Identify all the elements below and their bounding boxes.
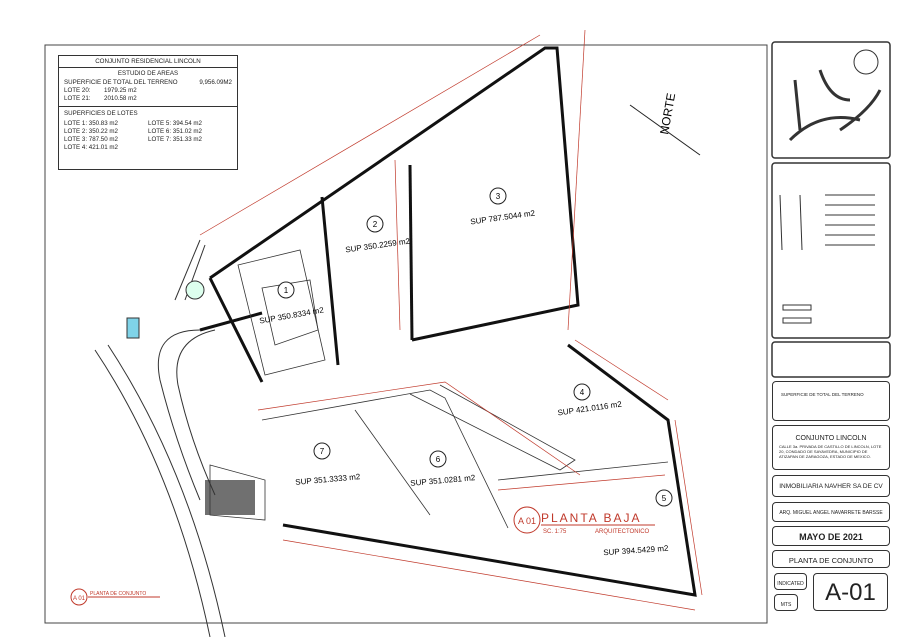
tb-total-label: SUPERFICIE DE TOTAL DEL TERRENO <box>781 392 864 397</box>
lot-area: LOTE 6: 351.02 m2 <box>148 128 202 135</box>
north-label: NORTE <box>657 92 678 136</box>
notes-box <box>771 341 891 378</box>
svg-text:SUP 351.3333 m2: SUP 351.3333 m2 <box>295 472 361 487</box>
svg-text:SUP 350.8334 m2: SUP 350.8334 m2 <box>259 305 325 325</box>
north-arrow-icon <box>629 104 701 156</box>
lote20-label: LOTE 20: <box>64 87 91 94</box>
location-map <box>771 41 891 159</box>
svg-text:A 01: A 01 <box>73 596 86 602</box>
compass-icon <box>853 49 879 75</box>
tb-units: MTS <box>774 594 798 611</box>
view-label-planta-baja: A 01 PLANTA BAJA SC. 1:75 ARQUITECTONICO <box>513 506 655 535</box>
total-value: 9,956.09M2 <box>199 79 232 86</box>
svg-text:PLANTA DE CONJUNTO: PLANTA DE CONJUNTO <box>90 591 146 597</box>
lots-heading: SUPERFICIES DE LOTES <box>64 110 138 117</box>
street-curbs <box>94 239 226 637</box>
drawing-frame <box>44 44 768 624</box>
date: MAYO DE 2021 <box>799 532 863 542</box>
lot-area: LOTE 1: 350.83 m2 <box>64 120 118 127</box>
architect: ARQ. MIGUEL ANGEL NAVARRETE BARSSE <box>779 510 883 516</box>
lot-area: LOTE 7: 351.33 m2 <box>148 136 202 143</box>
units: MTS <box>780 602 792 608</box>
lote21-label: LOTE 21: <box>64 95 91 102</box>
owner: INMOBILIARIA NAVHER SA DE CV <box>779 483 883 490</box>
tb-scale: INDICATED <box>774 573 807 590</box>
svg-text:1: 1 <box>284 286 289 295</box>
lot-area: LOTE 4: 421.01 m2 <box>64 144 118 151</box>
tb-owner: INMOBILIARIA NAVHER SA DE CV <box>772 475 890 497</box>
tb-sheet-title: PLANTA DE CONJUNTO <box>772 550 890 568</box>
hatched-area <box>205 480 255 515</box>
pool <box>126 317 140 339</box>
lot-area: LOTE 2: 350.22 m2 <box>64 128 118 135</box>
tb-project: CONJUNTO LINCOLN CALLE 3a. PRIVADA DE CA… <box>772 425 890 470</box>
svg-text:ARQUITECTONICO: ARQUITECTONICO <box>595 529 650 535</box>
svg-text:7: 7 <box>320 447 325 456</box>
svg-text:SUP 787.5044 m2: SUP 787.5044 m2 <box>470 208 536 226</box>
tb-date: MAYO DE 2021 <box>772 526 890 546</box>
svg-text:SC. 1:75: SC. 1:75 <box>543 529 567 535</box>
tb-surface: SUPERFICIE DE TOTAL DEL TERRENO <box>772 381 890 421</box>
areas-table: CONJUNTO RESIDENCIAL LINCOLN ESTUDIO DE … <box>58 55 238 170</box>
view-label-conjunto: A 01 PLANTA DE CONJUNTO <box>70 588 160 606</box>
scale: INDICATED <box>777 581 804 587</box>
sheet-title: PLANTA DE CONJUNTO <box>788 556 874 565</box>
lot-area: LOTE 3: 787.50 m2 <box>64 136 118 143</box>
tree-icon <box>185 280 205 300</box>
svg-text:3: 3 <box>496 192 501 201</box>
areas-title: CONJUNTO RESIDENCIAL LINCOLN <box>59 56 237 68</box>
svg-text:5: 5 <box>662 494 667 503</box>
svg-text:SUP 350.2259 m2: SUP 350.2259 m2 <box>345 236 411 254</box>
svg-text:2: 2 <box>373 220 378 229</box>
project-address: CALLE 3a. PRIVADA DE CASTILLO DE LINCOLN… <box>779 444 882 459</box>
svg-text:6: 6 <box>436 455 441 464</box>
lote21-value: 2010.58 m2 <box>104 95 137 102</box>
dimension-lines <box>199 29 703 611</box>
sheet-number: A-01 <box>825 579 876 606</box>
svg-text:SUP 394.5429 m2: SUP 394.5429 m2 <box>603 544 669 558</box>
property-boundary <box>199 46 697 597</box>
tb-sheet-number: A-01 <box>813 573 888 611</box>
svg-text:A 01: A 01 <box>518 516 536 526</box>
lot-area: LOTE 5: 394.54 m2 <box>148 120 202 127</box>
location-map-roads <box>788 69 882 142</box>
svg-text:4: 4 <box>580 388 585 397</box>
svg-text:SUP 421.0116 m2: SUP 421.0116 m2 <box>557 399 623 417</box>
areas-subtitle: ESTUDIO DE AREAS <box>117 70 179 77</box>
lote20-value: 1979.25 m2 <box>104 87 137 94</box>
svg-text:PLANTA BAJA: PLANTA BAJA <box>541 511 641 525</box>
legend-symbols <box>779 194 875 324</box>
tb-architect: ARQ. MIGUEL ANGEL NAVARRETE BARSSE <box>772 502 890 522</box>
total-label: SUPERFICIE DE TOTAL DEL TERRENO <box>64 79 178 86</box>
legend-box <box>771 162 891 339</box>
svg-text:SUP 351.0281 m2: SUP 351.0281 m2 <box>410 473 476 488</box>
project-name: CONJUNTO LINCOLN <box>795 435 867 442</box>
